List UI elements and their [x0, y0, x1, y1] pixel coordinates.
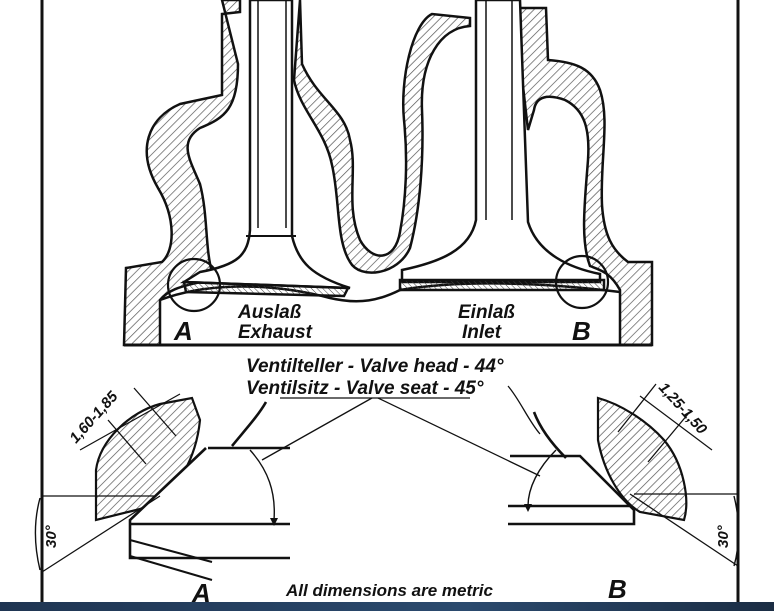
angle-inlet-label: 30°	[715, 524, 732, 548]
label-valve-head: Ventilteller - Valve head - 44°	[246, 356, 504, 377]
detail-circle-b	[554, 254, 610, 310]
angle-exhaust-label: 30°	[43, 524, 60, 548]
label-detail-b-bottom: B	[608, 574, 627, 604]
label-exhaust-de: Auslaß	[237, 302, 302, 323]
detail-a	[34, 387, 290, 581]
bottom-strip	[0, 602, 774, 611]
cylinder-head-section	[122, 0, 654, 347]
label-inlet-en: Inlet	[462, 322, 502, 343]
label-exhaust-en: Exhaust	[238, 322, 313, 343]
footer-note: All dimensions are metric	[285, 581, 493, 600]
label-detail-a-top: A	[173, 316, 193, 346]
label-valve-seat: Ventilsitz - Valve seat - 45°	[246, 378, 484, 399]
inlet-port-wall	[494, 0, 654, 347]
detail-a-valve-face	[128, 446, 290, 560]
label-inlet-de: Einlaß	[458, 302, 515, 323]
detail-b	[508, 383, 740, 567]
label-detail-b-top: B	[572, 316, 591, 346]
detail-circle-a	[166, 257, 222, 313]
inlet-valve	[398, 0, 606, 292]
middle-port-wall	[292, 0, 472, 274]
dim-inlet-width: 1,25-1,50	[655, 379, 710, 438]
exhaust-valve	[179, 0, 351, 298]
label-detail-a-bottom: A	[191, 578, 211, 608]
leader-lines	[261, 385, 541, 477]
